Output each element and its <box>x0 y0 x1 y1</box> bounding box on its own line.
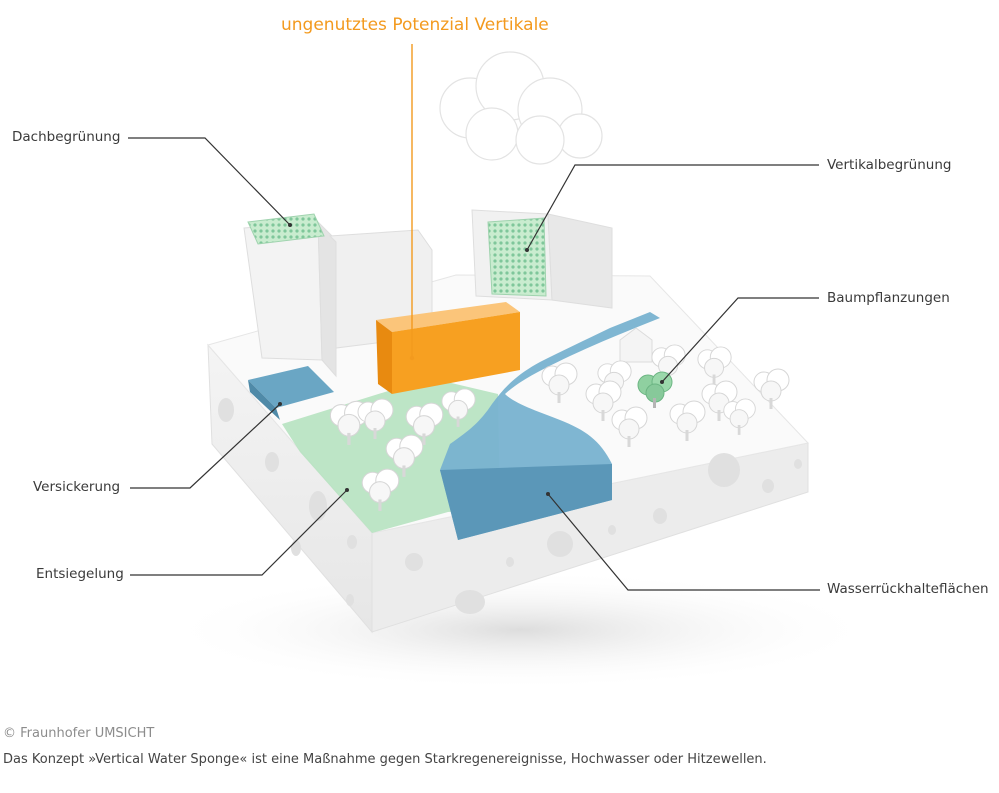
label-vertikalbegruenung: Vertikalbegrünung <box>827 157 952 173</box>
retention-basin-face <box>440 464 612 540</box>
callout-lines <box>128 137 820 591</box>
label-entsiegelung: Entsiegelung <box>36 566 124 582</box>
label-dachbegruenung: Dachbegrünung <box>12 129 121 145</box>
callout-dots <box>278 223 664 496</box>
orange-box-front <box>392 312 520 394</box>
image-credit: © Fraunhofer UMSICHT <box>3 726 155 741</box>
green-roof <box>247 213 325 245</box>
line-entsiegelung <box>130 489 348 576</box>
label-wasserrueckhalteflaechen: Wasserrückhalteflächen <box>827 581 989 597</box>
small-house <box>619 327 653 363</box>
vertical-water-sponge-diagram: ungenutztes Potenzial Vertikale Dachbegr… <box>12 15 989 690</box>
green-facade <box>487 217 547 297</box>
side-holes-right <box>405 453 802 614</box>
side-holes-left <box>218 398 357 606</box>
label-baumpflanzungen: Baumpflanzungen <box>827 290 950 306</box>
label-ungenutztes-potenzial: ungenutztes Potenzial Vertikale <box>281 15 549 35</box>
city-block-illustration <box>128 44 880 690</box>
infiltration-basin-side <box>248 380 280 420</box>
line-vertikalbegruenung <box>526 164 819 251</box>
line-versickerung <box>130 403 281 489</box>
cloud <box>439 51 603 165</box>
orange-box-left <box>376 320 392 394</box>
line-dachbegruenung <box>128 137 291 226</box>
line-baumpflanzungen <box>661 297 819 383</box>
label-versickerung: Versickerung <box>33 479 121 495</box>
ground-shadow <box>160 570 880 690</box>
line-wasserrueckhalteflaechen <box>547 493 820 591</box>
image-caption: Das Konzept »Vertical Water Sponge« ist … <box>3 752 767 767</box>
infiltration-basin-top <box>248 366 334 408</box>
dot-highlight <box>409 355 415 361</box>
